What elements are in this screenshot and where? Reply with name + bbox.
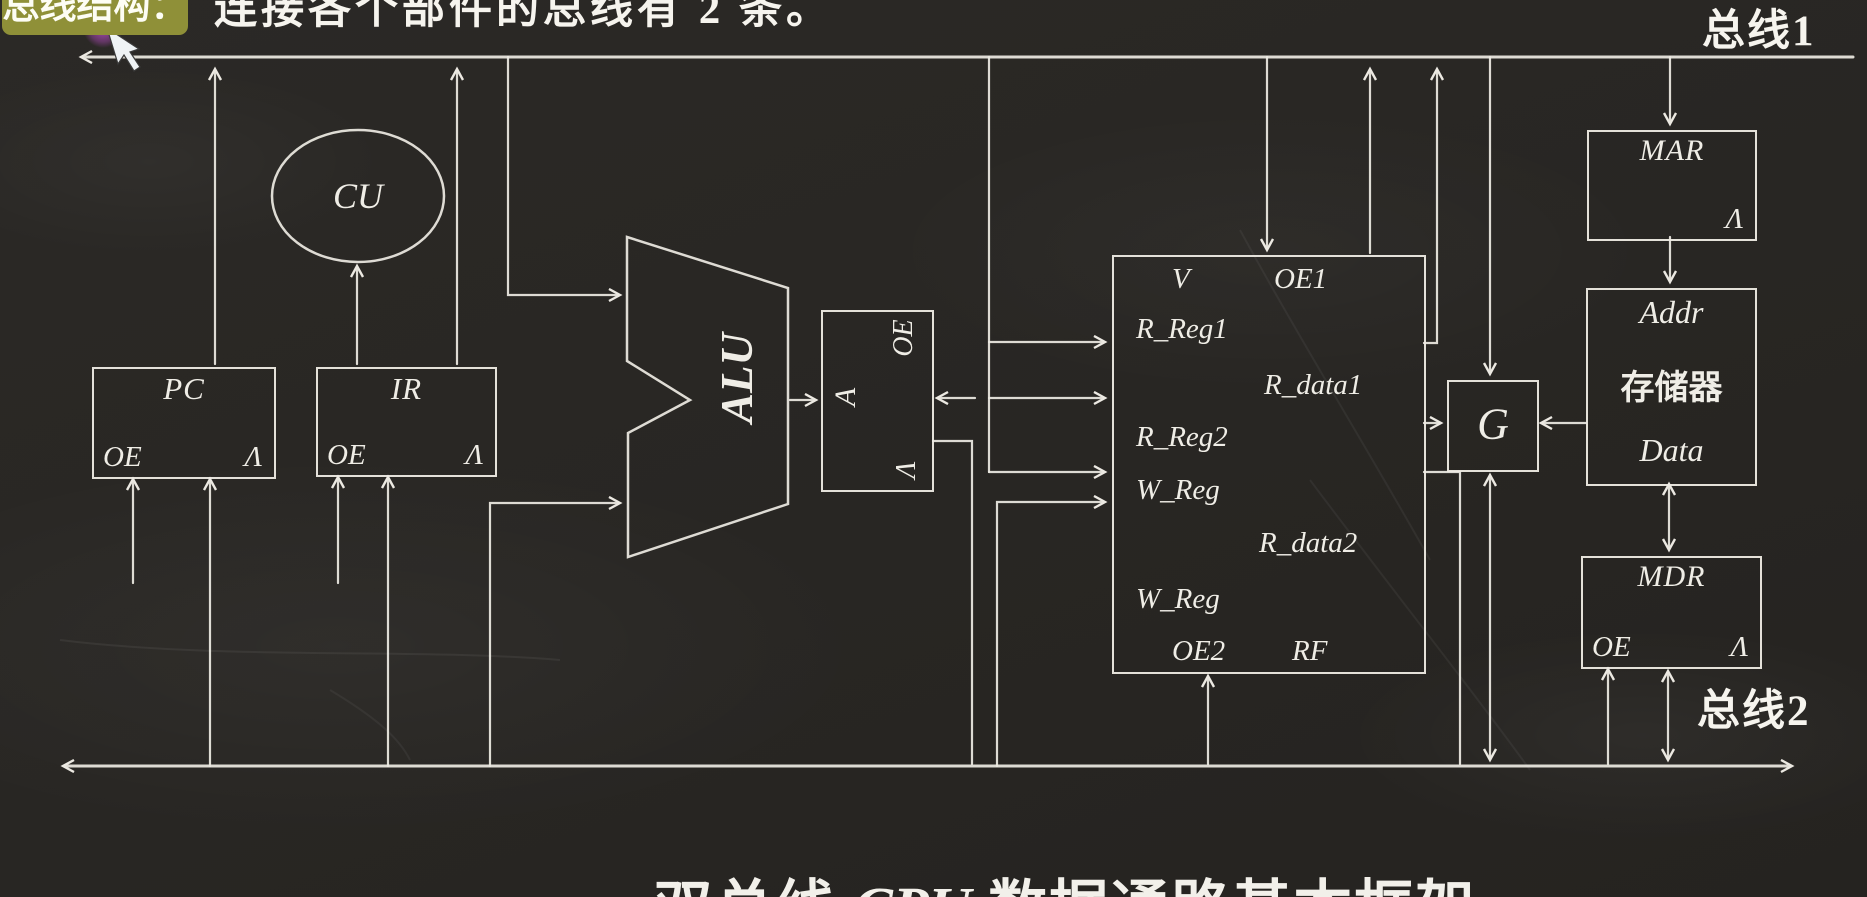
ir-oe-label: OE — [327, 439, 366, 471]
cursor-pointer-icon — [105, 26, 141, 72]
memory-box: Addr 存储器 Data — [1586, 288, 1757, 486]
topic-badge: 总线结构： — [2, 0, 188, 35]
mdr-latch-label: Λ — [1730, 631, 1748, 663]
ir-label: IR — [390, 371, 423, 406]
g-gate-box: G — [1447, 380, 1539, 472]
cu-label: CU — [332, 176, 384, 216]
caption-cpu: CPU — [854, 875, 972, 897]
caption-post: 数据通路基本框架 — [972, 875, 1477, 897]
bus1-label: 总线1 — [1702, 8, 1816, 55]
mdr-register-box: MDR OE Λ — [1581, 556, 1762, 669]
chalk-scratches — [59, 229, 1531, 771]
rf-wreg2-label: W_Reg — [1136, 583, 1220, 615]
wire-a-latch-to-bus2 — [931, 439, 974, 766]
g-gate-label: G — [1477, 399, 1509, 449]
rf-oe2-label: OE2 — [1172, 635, 1226, 667]
memory-name-label: 存储器 — [1620, 370, 1723, 407]
caption-pre: 双总线 — [654, 875, 854, 897]
wire-bus2-to-rf-wreg — [995, 502, 1104, 768]
rf-oe1-label: OE1 — [1274, 263, 1328, 295]
rf-rreg1-label: R_Reg1 — [1136, 313, 1228, 345]
ir-register-box: IR OE Λ — [316, 367, 497, 477]
alu-shape — [625, 235, 790, 559]
wire-bus1-to-alu-upper — [506, 55, 619, 295]
register-file-box: V OE1 R_Reg1 R_data1 R_Reg2 W_Reg R_data… — [1112, 255, 1426, 674]
pc-oe-label: OE — [103, 441, 142, 473]
ir-latch-label: Λ — [465, 439, 483, 471]
a-latch-label: A — [829, 387, 862, 407]
mdr-oe-label: OE — [1592, 631, 1631, 663]
rf-rreg2-label: R_Reg2 — [1136, 421, 1228, 453]
mar-latch-label: Λ — [1725, 203, 1743, 235]
a-latch-oe-label: OE — [888, 319, 919, 357]
mar-register-box: MAR Λ — [1587, 130, 1757, 241]
pc-register-box: PC OE Λ — [92, 367, 276, 479]
memory-addr-label: Addr — [1639, 294, 1704, 330]
mdr-label: MDR — [1637, 560, 1706, 593]
figure-caption: 双总线 CPU 数据通路基本框架 — [590, 860, 1540, 897]
pc-label: PC — [163, 371, 205, 406]
wire-rdata1-to-bus1 — [1422, 70, 1437, 345]
bus2-label: 总线2 — [1697, 688, 1811, 735]
a-latch-latch-label: Λ — [891, 461, 922, 479]
rf-rdata1-label: R_data1 — [1264, 369, 1363, 401]
memory-data-label: Data — [1639, 432, 1704, 468]
mar-label: MAR — [1639, 134, 1705, 167]
pc-latch-label: Λ — [244, 441, 262, 473]
rf-rdata2-label: R_data2 — [1259, 527, 1358, 559]
rf-name-label: RF — [1292, 635, 1328, 667]
wire-bus2-to-alu-lower — [488, 503, 619, 768]
a-latch-box: A OE Λ — [821, 310, 934, 492]
wire-rdata2-to-bus2 — [1422, 470, 1462, 766]
rf-v-label: V — [1172, 263, 1190, 295]
rf-wreg1-label: W_Reg — [1136, 474, 1220, 506]
alu-label: ALU — [712, 333, 762, 423]
cu-ellipse — [270, 128, 446, 264]
topic-sentence: 连接各个部件的总线有 2 条。 — [214, 0, 833, 33]
